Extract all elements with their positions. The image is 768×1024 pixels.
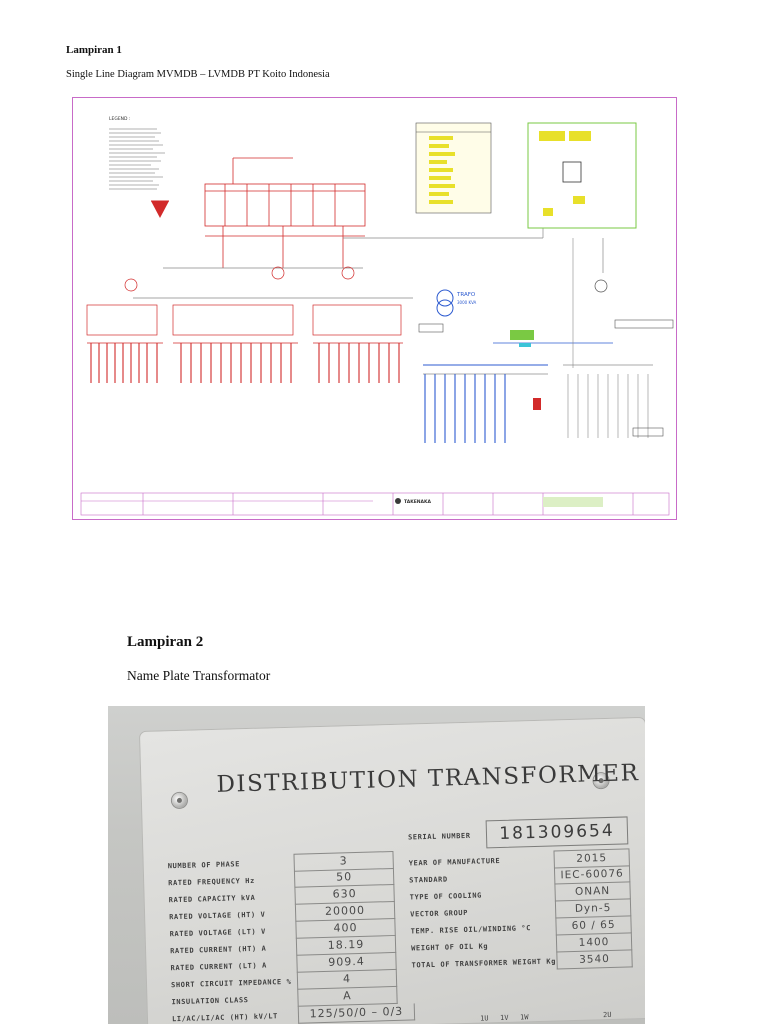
- nameplate-row-label: WEIGHT OF OIL Kg: [411, 941, 489, 953]
- title-block-highlight: [543, 497, 603, 507]
- nameplate-row-label: RATED CURRENT (LT) A: [170, 961, 267, 972]
- lampiran-1-heading: Lampiran 1: [66, 44, 122, 56]
- nameplate-row-label: RATED FREQUENCY Hz: [168, 876, 255, 887]
- nameplate-row-value: ONAN: [554, 882, 631, 902]
- trafo-label: TRAFO: [456, 292, 476, 298]
- nameplate-row-label: TOTAL OF TRANSFORMER WEIGHT Kg: [411, 956, 557, 970]
- red-lv-panels: [86, 266, 403, 344]
- nameplate-row-label: RATED CURRENT (HT) A: [170, 944, 267, 955]
- nameplate-title: DISTRIBUTION TRANSFORMER: [216, 760, 640, 798]
- grey-feeder-drops: [567, 374, 664, 438]
- nameplate-row: TYPE OF COOLING: [409, 887, 482, 906]
- nameplate-row-label: STANDARD: [409, 874, 448, 885]
- terminal-marks: 1U 1V 1W 2U: [140, 718, 645, 1023]
- red-marker: [533, 398, 541, 410]
- feeder-lines: [133, 228, 604, 299]
- nameplate-row: YEAR OF MANUFACTURE: [409, 852, 501, 872]
- red-switchboard: [204, 157, 366, 268]
- nameplate-row: VECTOR GROUP: [410, 904, 468, 923]
- title-block: [80, 492, 670, 516]
- nameplate-row-label: RATED VOLTAGE (HT) V: [169, 910, 266, 921]
- nameplate-row-value: IEC-60076: [553, 865, 631, 885]
- nameplate-row-label: VECTOR GROUP: [410, 908, 469, 919]
- nameplate-photo: DISTRIBUTION TRANSFORMER NUMBER OF PHASE…: [108, 706, 645, 1024]
- serial-label: SERIAL NUMBER: [407, 831, 471, 842]
- nameplate-row: NUMBER OF PHASE: [168, 855, 241, 874]
- lampiran-2-caption: Name Plate Transformator: [127, 668, 271, 683]
- terminal-mark: 2U: [602, 1010, 612, 1020]
- single-line-diagram: LEGEND :: [72, 97, 677, 520]
- generator-symbol: [151, 200, 169, 218]
- nameplate-row-label: SHORT CIRCUIT IMPEDANCE %: [170, 977, 292, 989]
- terminal-mark: 1U: [480, 1014, 489, 1023]
- serial-number: 181309654: [485, 816, 629, 849]
- blue-feeder-drops: [424, 374, 506, 443]
- trafo-rating: 3000 KVA: [457, 300, 477, 305]
- nameplate-row: SHORT CIRCUIT IMPEDANCE %: [171, 973, 292, 993]
- nameplate-row-label: TYPE OF COOLING: [409, 891, 483, 902]
- lampiran-2-heading: Lampiran 2: [127, 634, 204, 650]
- nameplate-row: TOTAL OF TRANSFORMER WEIGHT Kg: [411, 952, 557, 973]
- nameplate-row-label: TEMP. RISE OIL/WINDING °C: [410, 923, 532, 936]
- nameplate-row-label: INSULATION CLASS: [171, 995, 249, 1006]
- nameplate-row-label: RATED CAPACITY kVA: [168, 893, 256, 904]
- nameplate-row-value: 3540: [556, 950, 633, 970]
- legend-table: [415, 122, 492, 214]
- diagram-drawing: LEGEND :: [80, 116, 674, 516]
- nameplate-row: WEIGHT OF OIL Kg: [411, 937, 488, 956]
- company-logo-icon: [395, 498, 401, 504]
- nameplate-row-value: Dyn-5: [554, 899, 632, 919]
- legend-lines: [109, 128, 165, 190]
- nameplate-row: INSULATION CLASS: [171, 991, 248, 1010]
- nameplate-row-label: RATED VOLTAGE (LT) V: [169, 927, 267, 938]
- legend-title: LEGEND :: [109, 116, 130, 122]
- nameplate-row-label: YEAR OF MANUFACTURE: [408, 856, 501, 868]
- nameplate-row-label: LI/AC/LI/AC (HT) kV/LT: [171, 1011, 279, 1023]
- nameplate-row-value: 125/50/0 – 0/3: [297, 1003, 416, 1024]
- red-feeder-drops: [90, 343, 400, 383]
- terminal-mark: 1V: [500, 1013, 509, 1023]
- trafo-section: TRAFO 3000 KVA: [418, 238, 674, 375]
- nameplate-row-value: 60 / 65: [555, 916, 632, 936]
- title-block-company: TAKENAKA: [404, 499, 431, 505]
- nameplate: DISTRIBUTION TRANSFORMER NUMBER OF PHASE…: [140, 717, 645, 1024]
- nameplate-row: LI/AC/LI/AC (HT) kV/LT: [172, 1007, 278, 1024]
- green-substation-box: [527, 122, 637, 229]
- nameplate-row: TEMP. RISE OIL/WINDING °C: [410, 919, 532, 939]
- screw-icon: [171, 792, 188, 809]
- nameplate-row: STANDARD: [409, 870, 448, 888]
- serial-row: SERIAL NUMBER: [408, 827, 471, 846]
- lampiran-1-caption: Single Line Diagram MVMDB – LVMDB PT Koi…: [66, 69, 330, 80]
- terminal-mark: 1W: [520, 1013, 529, 1022]
- nameplate-row-value: 1400: [555, 933, 633, 953]
- nameplate-row-label: NUMBER OF PHASE: [167, 859, 241, 870]
